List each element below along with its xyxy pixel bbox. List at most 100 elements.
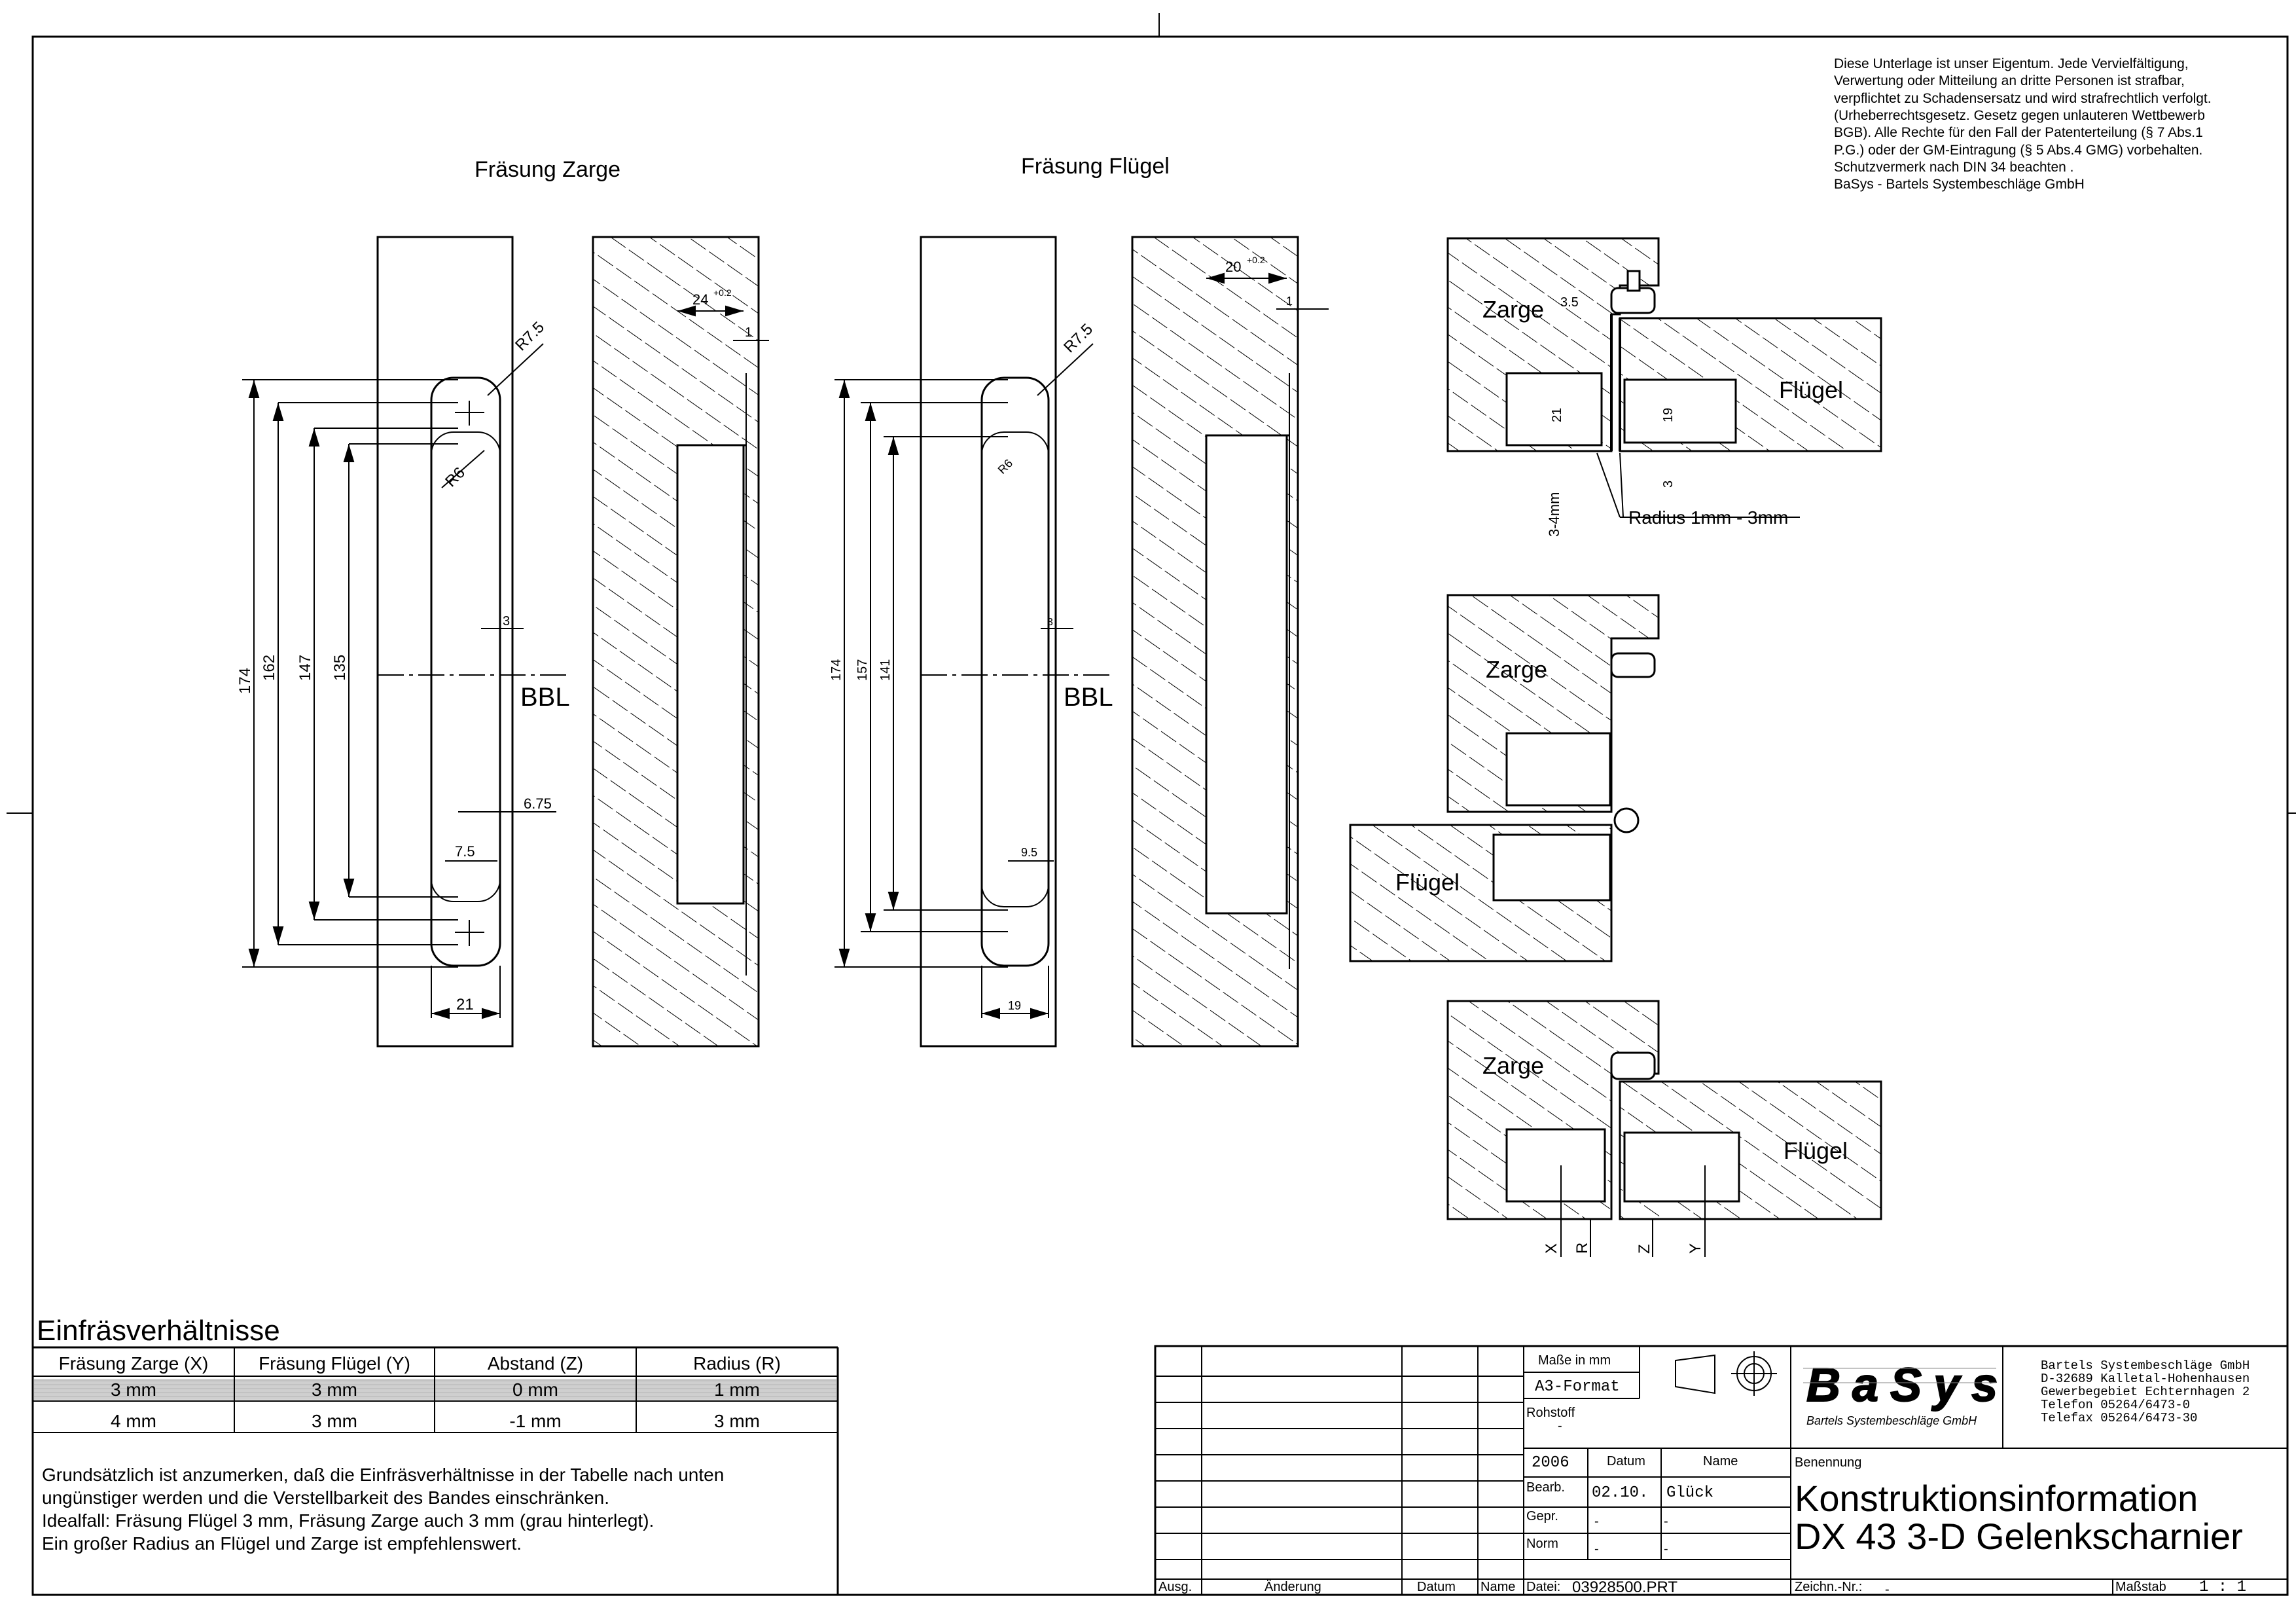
norm-date: - (1594, 1542, 1599, 1556)
label-fluegel: Flügel (1779, 376, 1843, 403)
cell: -1 mm (509, 1411, 561, 1431)
dim-3-5: 3.5 (1560, 295, 1579, 310)
dim-9-5: 9.5 (1021, 846, 1037, 859)
cell: 3 mm (312, 1411, 357, 1431)
logo-sub: Bartels Systembeschläge GmbH (1806, 1414, 1977, 1427)
dim-174: 174 (236, 668, 254, 694)
ratios-title: Einfräsverhältnisse (37, 1315, 280, 1347)
basys-logo: BaSys Bartels Systembeschläge GmbH (1803, 1359, 2009, 1427)
dim-1: 1 (1286, 295, 1293, 308)
bbl-label: BBL (1064, 683, 1113, 712)
ratios-table: Einfräsverhältnisse Fräsung Zarge (X) Fr… (33, 1315, 839, 1595)
cell: 3 mm (312, 1379, 357, 1400)
dim-y: Y (1687, 1243, 1704, 1254)
section-middle: Zarge Flügel (1349, 594, 1660, 962)
benennung-label: Benennung (1795, 1455, 1861, 1470)
dim-r6: R6 (996, 456, 1015, 476)
cell: 0 mm (512, 1379, 558, 1400)
cell: 3 mm (714, 1411, 760, 1431)
ratios-notes: Grundsätzlich ist anzumerken, daß die Ei… (42, 1465, 729, 1554)
rohstoff-label: Rohstoff (1526, 1406, 1575, 1420)
company-address: Bartels Systembeschläge GmbH D-32689 Kal… (2041, 1359, 2257, 1425)
fluegel-front-plate (920, 236, 1057, 1048)
dim-3: 3 (1661, 481, 1676, 488)
name-label-2: Name (1480, 1580, 1515, 1594)
dim-r: R (1573, 1243, 1591, 1254)
dim-157: 157 (855, 659, 870, 681)
header-radius: Radius (R) (693, 1353, 781, 1374)
dim-21: 21 (1550, 408, 1564, 422)
fluegel-slot (980, 376, 1050, 967)
dim-162: 162 (260, 655, 278, 681)
dim-174: 174 (829, 659, 844, 681)
fluegel-side-section: 20 +0.2 1 (1131, 236, 1329, 1048)
gepr-date: - (1594, 1514, 1599, 1529)
datum-label: Datum (1607, 1454, 1645, 1468)
view-title: Fräsung Flügel (1021, 154, 1170, 179)
dim-141: 141 (878, 659, 893, 681)
label-fluegel: Flügel (1395, 869, 1460, 896)
dim-24: 24 (692, 291, 708, 308)
massstab-label: Maßstab (2115, 1580, 2166, 1594)
header-abstand: Abstand (Z) (488, 1353, 583, 1374)
title-block: Maße in mm Rohstoff - Datum Name Bearb. … (1154, 1345, 2289, 1597)
header-fraesung-zarge: Fräsung Zarge (X) (59, 1353, 209, 1374)
zarge-slot-inner (431, 431, 501, 902)
gepr-label: Gepr. (1526, 1509, 1558, 1523)
section-top: Zarge Flügel 3.5 21 19 3 3-4mm Radius 1m… (1446, 237, 1882, 537)
dim-7-5: 7.5 (455, 843, 475, 860)
dim-3-4mm: 3-4mm (1546, 492, 1562, 537)
view-title: Fräsung Zarge (475, 157, 620, 182)
massstab-value: 1 : 1 (2199, 1578, 2246, 1596)
view-zarge: Fräsung Zarge BBL 174 162 147 135 (236, 157, 620, 1048)
dim-19: 19 (1008, 999, 1021, 1012)
dim-r7-5: R7.5 (512, 318, 548, 354)
dim-20: 20 (1225, 259, 1241, 275)
dim-r7-5: R7.5 (1060, 320, 1096, 356)
dim-135: 135 (331, 655, 349, 681)
dim-1: 1 (745, 325, 752, 340)
dim-3: 3 (1047, 617, 1053, 628)
year: 2006 (1532, 1454, 1570, 1472)
datum-label-2: Datum (1417, 1580, 1456, 1594)
dim-20-tolerance: +0.2 (1247, 255, 1265, 265)
dim-z: Z (1636, 1244, 1653, 1254)
ausg-label: Ausg. (1158, 1580, 1192, 1594)
benennung-line-1: Konstruktionsinformation (1795, 1478, 2198, 1519)
view-fluegel: Fräsung Flügel BBL 174 157 141 R7.5 R6 3… (829, 154, 1170, 1048)
bbl-label: BBL (520, 683, 570, 712)
gepr-name: - (1664, 1514, 1668, 1529)
zarge-side-section: 24 +0.2 1 (592, 236, 769, 1048)
norm-name: - (1664, 1542, 1668, 1556)
radius-note: Radius 1mm - 3mm (1628, 507, 1788, 528)
dim-x: X (1543, 1243, 1560, 1254)
zeichn-value: - (1885, 1582, 1890, 1597)
dim-147: 147 (296, 655, 314, 681)
logo-text: BaSys (1806, 1359, 2009, 1412)
dim-21: 21 (456, 996, 474, 1013)
aenderung-label: Änderung (1265, 1580, 1321, 1594)
label-fluegel: Flügel (1784, 1137, 1848, 1164)
rohstoff-value: - (1558, 1419, 1562, 1433)
label-zarge: Zarge (1486, 656, 1547, 683)
section-bottom: Zarge Flügel X R Z Y (1446, 1000, 1882, 1257)
datei-value: 03928500.PRT (1572, 1578, 1677, 1596)
name-label: Name (1703, 1454, 1738, 1468)
copyright-notice: Diese Unterlage ist unser Eigentum. Jede… (1834, 56, 2215, 192)
dim-24-tolerance: +0.2 (713, 287, 732, 298)
dim-19: 19 (1661, 408, 1676, 422)
bearb-name: Glück (1666, 1484, 1713, 1502)
cell: 1 mm (714, 1379, 760, 1400)
zarge-front-plate (376, 236, 514, 1048)
zeichn-label: Zeichn.-Nr.: (1795, 1580, 1862, 1594)
datei-label: Datei: (1526, 1580, 1560, 1594)
format-value: A3-Format (1535, 1378, 1620, 1396)
projection-symbol-icon (1675, 1351, 1777, 1396)
bearb-label: Bearb. (1526, 1480, 1565, 1495)
masse-in-mm: Maße in mm (1538, 1353, 1611, 1368)
label-zarge: Zarge (1482, 296, 1544, 323)
norm-label: Norm (1526, 1537, 1558, 1551)
cell: 4 mm (111, 1411, 156, 1431)
fluegel-slot-inner (981, 431, 1049, 907)
